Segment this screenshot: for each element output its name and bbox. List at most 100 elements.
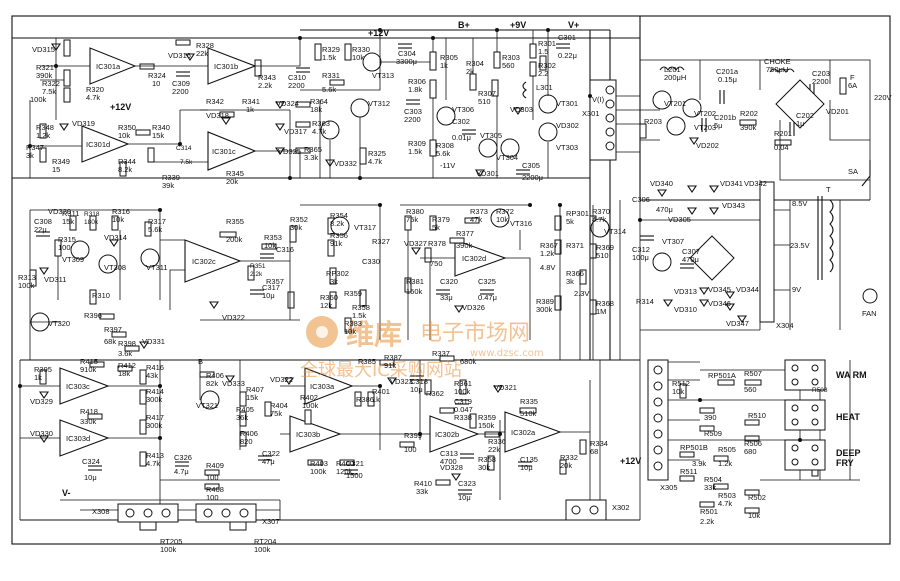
svg-text:IC301a: IC301a xyxy=(96,62,121,71)
svg-text:2200: 2200 xyxy=(288,81,305,90)
svg-text:1μ: 1μ xyxy=(796,119,805,128)
svg-text:R370: R370 xyxy=(592,207,610,216)
svg-text:VT303: VT303 xyxy=(556,143,578,152)
svg-text:VD323: VD323 xyxy=(390,377,413,386)
svg-text:510: 510 xyxy=(478,97,491,106)
connector-x301 xyxy=(589,79,617,161)
svg-text:R371: R371 xyxy=(566,241,584,250)
svg-text:VT203: VT203 xyxy=(694,123,716,132)
svg-text:R504: R504 xyxy=(704,475,722,484)
svg-text:R320: R320 xyxy=(86,85,104,94)
svg-text:0.047: 0.047 xyxy=(454,405,473,414)
svg-text:2.2: 2.2 xyxy=(538,69,548,78)
svg-text:VD347: VD347 xyxy=(726,319,749,328)
svg-text:R395: R395 xyxy=(34,365,52,374)
svg-text:IC301d: IC301d xyxy=(86,140,110,149)
svg-text:300k: 300k xyxy=(536,305,553,314)
svg-text:VD324: VD324 xyxy=(276,99,299,108)
svg-text:10k: 10k xyxy=(112,215,124,224)
svg-text:30k: 30k xyxy=(290,223,302,232)
svg-text:C323: C323 xyxy=(458,479,476,488)
svg-text:R409: R409 xyxy=(206,461,224,470)
svg-text:20k: 20k xyxy=(226,177,238,186)
svg-text:910k: 910k xyxy=(80,365,97,374)
svg-text:R338: R338 xyxy=(454,413,472,422)
svg-text:X307: X307 xyxy=(262,517,280,526)
svg-text:V(I): V(I) xyxy=(592,95,605,104)
svg-text:R349: R349 xyxy=(52,157,70,166)
svg-text:R405: R405 xyxy=(236,405,254,414)
svg-text:C322: C322 xyxy=(262,449,280,458)
svg-text:R396: R396 xyxy=(84,311,102,320)
svg-text:R327: R327 xyxy=(372,237,390,246)
svg-text:15k: 15k xyxy=(152,131,164,140)
svg-text:15: 15 xyxy=(52,165,60,174)
svg-text:VD340: VD340 xyxy=(650,179,673,188)
svg-text:R403: R403 xyxy=(310,459,328,468)
svg-text:6A: 6A xyxy=(848,81,857,90)
svg-text:36k: 36k xyxy=(236,413,248,422)
svg-text:22k: 22k xyxy=(488,445,500,454)
svg-text:R505: R505 xyxy=(718,445,736,454)
svg-text:VT316: VT316 xyxy=(510,219,532,228)
svg-text:180k: 180k xyxy=(84,219,99,226)
svg-text:R353: R353 xyxy=(264,233,282,242)
svg-text:820: 820 xyxy=(240,437,253,446)
heater-chokes xyxy=(522,66,795,99)
svg-text:4.7k: 4.7k xyxy=(368,157,382,166)
svg-text:R307: R307 xyxy=(478,89,496,98)
svg-text:RT204: RT204 xyxy=(254,537,276,546)
svg-text:C202: C202 xyxy=(796,111,814,120)
svg-text:1.5: 1.5 xyxy=(538,47,548,56)
svg-text:R385: R385 xyxy=(358,357,376,366)
svg-text:IC303a: IC303a xyxy=(310,382,335,391)
svg-text:2.2k: 2.2k xyxy=(250,271,263,278)
svg-text:750μH: 750μH xyxy=(766,65,788,74)
svg-text:30k: 30k xyxy=(478,463,490,472)
svg-text:390: 390 xyxy=(704,413,717,422)
svg-text:R408: R408 xyxy=(206,485,224,494)
svg-text:VD331: VD331 xyxy=(142,337,165,346)
svg-text:75k: 75k xyxy=(270,409,282,418)
svg-text:C312: C312 xyxy=(632,245,650,254)
svg-text:2200: 2200 xyxy=(172,87,189,96)
connector-x307 xyxy=(195,503,257,523)
svg-text:VT201: VT201 xyxy=(664,99,686,108)
svg-text:100: 100 xyxy=(206,493,219,502)
svg-text:390k: 390k xyxy=(456,241,473,250)
svg-text:B+: B+ xyxy=(458,20,470,30)
svg-text:0.01μ: 0.01μ xyxy=(452,133,471,142)
svg-text:R316: R316 xyxy=(112,207,130,216)
svg-text:C201b: C201b xyxy=(714,113,736,122)
svg-text:R386: R386 xyxy=(356,395,374,404)
capacitors xyxy=(36,43,815,495)
svg-text:VT304: VT304 xyxy=(496,153,518,162)
svg-text:100: 100 xyxy=(206,473,219,482)
svg-text:0.04: 0.04 xyxy=(774,143,789,152)
svg-text:1k: 1k xyxy=(34,373,42,382)
svg-text:R311: R311 xyxy=(62,209,79,218)
svg-text:R310: R310 xyxy=(92,291,110,300)
svg-text:200k: 200k xyxy=(226,235,243,244)
svg-text:100k: 100k xyxy=(18,281,35,290)
svg-text:1.5k: 1.5k xyxy=(408,147,422,156)
svg-text:R356: R356 xyxy=(330,231,348,240)
svg-text:200μH: 200μH xyxy=(664,73,686,82)
svg-text:91k: 91k xyxy=(330,239,342,248)
svg-text:2200: 2200 xyxy=(404,115,421,124)
svg-text:+9V: +9V xyxy=(510,20,526,30)
svg-text:5.6k: 5.6k xyxy=(322,85,336,94)
svg-text:C304: C304 xyxy=(398,49,416,58)
svg-text:VD305: VD305 xyxy=(668,215,691,224)
svg-text:X301: X301 xyxy=(582,109,600,118)
svg-text:R406: R406 xyxy=(240,429,258,438)
fan-motor xyxy=(862,288,878,304)
svg-text:R401: R401 xyxy=(372,387,390,396)
svg-text:+12V: +12V xyxy=(368,28,389,38)
svg-text:SA: SA xyxy=(848,167,858,176)
svg-text:IC302c: IC302c xyxy=(192,257,216,266)
svg-text:R372: R372 xyxy=(496,207,514,216)
watermark-logo: 维库 电子市场网 www.dzsc.com 全球最大IC采购网站 xyxy=(300,316,544,381)
